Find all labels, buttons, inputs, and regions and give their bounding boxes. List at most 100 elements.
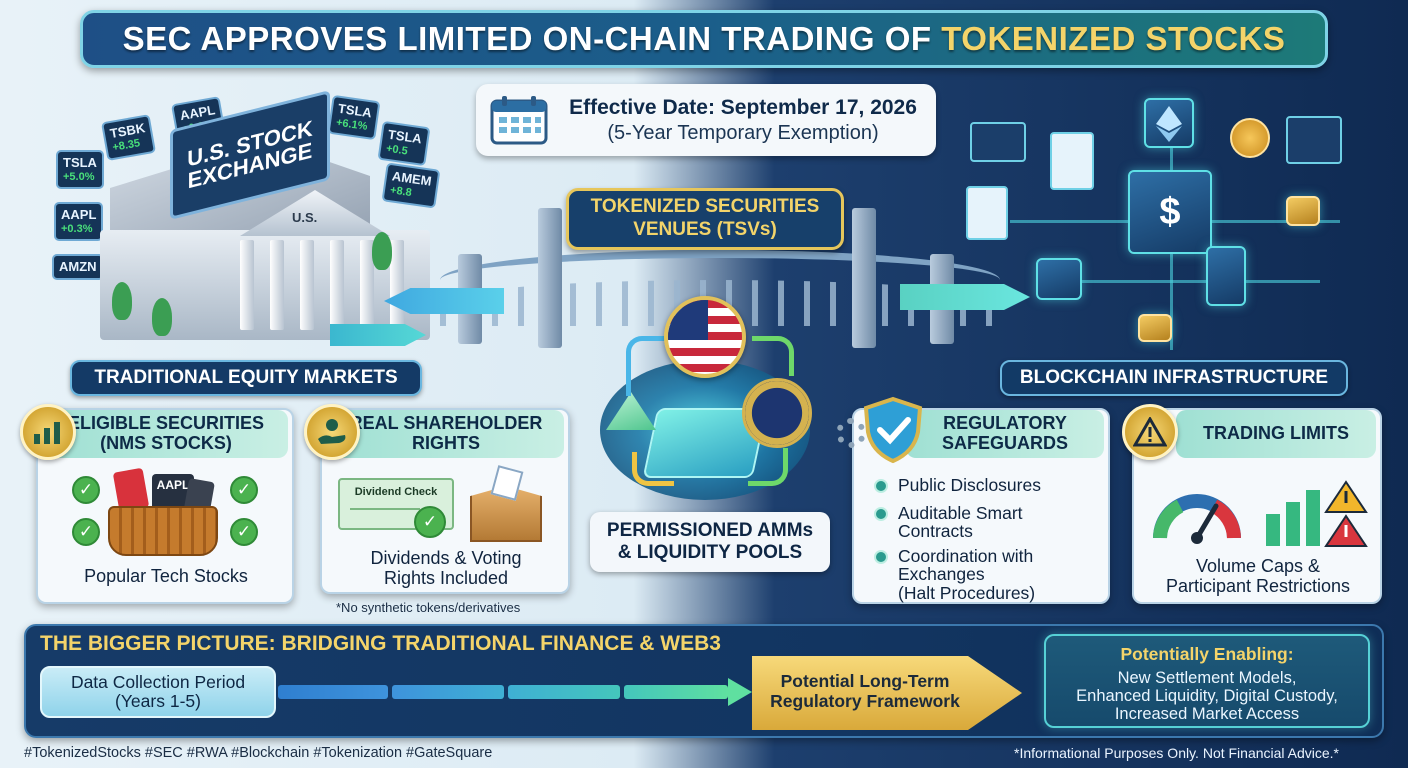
bridge (440, 250, 1000, 310)
amm-label: PERMISSIONED AMMs & LIQUIDITY POOLS (590, 512, 830, 572)
tsv-line-2: VENUES (TSVs) (633, 219, 777, 240)
ticker-value: +5.0% (63, 170, 95, 183)
chart-growth-icon (20, 404, 76, 460)
warning-icon (1122, 404, 1178, 460)
exemption-text: (5-Year Temporary Exemption) (607, 121, 879, 144)
ticker-card: AAPL+0.3% (54, 202, 104, 241)
gold-cube-icon (1138, 314, 1172, 342)
hashtags: #TokenizedStocks #SEC #RWA #Blockchain #… (24, 745, 493, 761)
arrow-left-icon (384, 288, 504, 314)
title-part-1: SEC APPROVES LIMITED ON-CHAIN TRADING OF (122, 20, 942, 57)
synthetic-tokens-note: *No synthetic tokens/derivatives (336, 600, 521, 615)
safeguard-line: Contracts (898, 521, 973, 542)
ticker-symbol: AAPL (61, 207, 97, 222)
timeline-segment (392, 685, 504, 699)
limits-text-line-1: Volume Caps & (1195, 556, 1321, 576)
enabling-title: Potentially Enabling: (1120, 644, 1294, 664)
amm-line-2: & LIQUIDITY POOLS (617, 542, 803, 563)
ticker-card: AMEM+8.8 (381, 162, 441, 209)
ticker-card: TSLA+5.0% (56, 150, 104, 189)
screen-icon (970, 122, 1026, 162)
check-icon: ✓ (414, 506, 446, 538)
gear-icon (836, 418, 866, 448)
enabling-line-3: Increased Market Access (1114, 705, 1300, 724)
shareholder-hand-icon (304, 404, 360, 460)
ethereum-node-icon (1144, 98, 1194, 148)
effective-date-box: Effective Date: September 17, 2026 (5-Ye… (476, 84, 936, 156)
cycle-arrow-icon (632, 452, 674, 486)
data-collection-line-2: (Years 1-5) (115, 691, 201, 711)
safeguard-line: Coordination with (898, 546, 1034, 566)
enabling-line-1: New Settlement Models, (1117, 669, 1297, 687)
dollar-chip-icon: $ (1128, 170, 1212, 254)
calendar-icon (490, 95, 548, 145)
network-line (1040, 280, 1320, 283)
stock-exchange-building (100, 230, 430, 340)
ticker-symbol: TSLA (63, 155, 97, 170)
safeguard-line: Auditable Smart (898, 503, 1023, 523)
ticker-value: +0.3% (61, 222, 93, 235)
eligible-securities-text: Popular Tech Stocks (84, 566, 248, 586)
framework-line-2: Regulatory Framework (770, 690, 960, 711)
server-stack-icon (1206, 246, 1246, 306)
safeguard-line: (Halt Procedures) (898, 582, 1036, 603)
enabling-text: New Settlement Models,Enhanced Liquidity… (1046, 669, 1368, 723)
bridge-pillar (852, 208, 876, 348)
safeguards-title-line-2: SAFEGUARDS (941, 433, 1068, 453)
amm-line-1: PERMISSIONED AMMs (606, 520, 814, 542)
enabling-box: Potentially Enabling: New Settlement Mod… (1044, 634, 1370, 728)
blockchain-infrastructure-label: BLOCKCHAIN INFRASTRUCTURE (1000, 360, 1348, 396)
tsv-line-1: TOKENIZED SECURITIES (590, 196, 820, 218)
trading-limits-title: TRADING LIMITS (1176, 410, 1376, 458)
ticker-card: TSLA+6.1% (327, 94, 381, 140)
sec-seal-icon (742, 378, 812, 448)
ticker-card: AMZN (52, 254, 104, 280)
check-icon: ✓ (230, 518, 258, 546)
safeguard-item: Public Disclosures (874, 476, 1041, 494)
tree-icon (372, 232, 392, 270)
data-collection-line-1: Data Collection Period (70, 671, 246, 692)
stock-basket-icon: AAPL (108, 467, 218, 556)
data-collection-box: Data Collection Period (Years 1-5) (40, 666, 276, 718)
ticker-card: TSBK+8.35 (101, 114, 157, 161)
check-icon: ✓ (230, 476, 258, 504)
bitcoin-coin-icon (1230, 118, 1270, 158)
traditional-markets-label: TRADITIONAL EQUITY MARKETS (70, 360, 422, 396)
check-icon: ✓ (72, 476, 100, 504)
tree-icon (112, 282, 132, 320)
title-banner: SEC APPROVES LIMITED ON-CHAIN TRADING OF… (80, 10, 1328, 68)
gold-cube-icon (1286, 196, 1320, 226)
contract-document-icon (966, 186, 1008, 240)
page-title: SEC APPROVES LIMITED ON-CHAIN TRADING OF… (123, 20, 1286, 58)
cycle-arrow-icon (748, 448, 788, 486)
us-flag-icon (664, 296, 746, 378)
ticker-symbol: AMZN (59, 259, 97, 274)
bridge-pillar (538, 208, 562, 348)
shareholder-text-line-1: Dividends & Voting (370, 548, 522, 568)
screen-icon (1286, 116, 1342, 164)
timeline-segment (508, 685, 620, 699)
volume-bars-icon (1262, 480, 1372, 548)
eligible-securities-title: ELIGIBLE SECURITIES(NMS STOCKS) (44, 410, 288, 458)
disclaimer: *Informational Purposes Only. Not Financ… (1014, 745, 1340, 761)
ticker-card: TSLA+0.5 (377, 120, 431, 166)
framework-line-1: Potential Long-Term (780, 671, 950, 691)
timeline-segment (278, 685, 388, 699)
effective-date-text: Effective Date: September 17, 2026 (569, 95, 917, 119)
speedometer-icon (1150, 472, 1244, 548)
framework-arrow (752, 656, 1022, 730)
title-part-2: TOKENIZED STOCKS (941, 20, 1286, 57)
check-icon: ✓ (72, 518, 100, 546)
tsv-label: TOKENIZED SECURITIES VENUES (TSVs) (566, 188, 844, 250)
enabling-line-2: Enhanced Liquidity, Digital Custody, (1076, 687, 1338, 706)
limits-text-line-2: Participant Restrictions (1165, 576, 1351, 597)
shareholder-title-line-1: REAL SHAREHOLDER (349, 413, 543, 434)
trading-limits-text: Volume Caps &Participant Restrictions (1140, 556, 1376, 596)
bigger-picture-title: THE BIGGER PICTURE: BRIDGING TRADITIONAL… (40, 632, 721, 655)
safeguard-line: Exchanges (898, 564, 985, 585)
